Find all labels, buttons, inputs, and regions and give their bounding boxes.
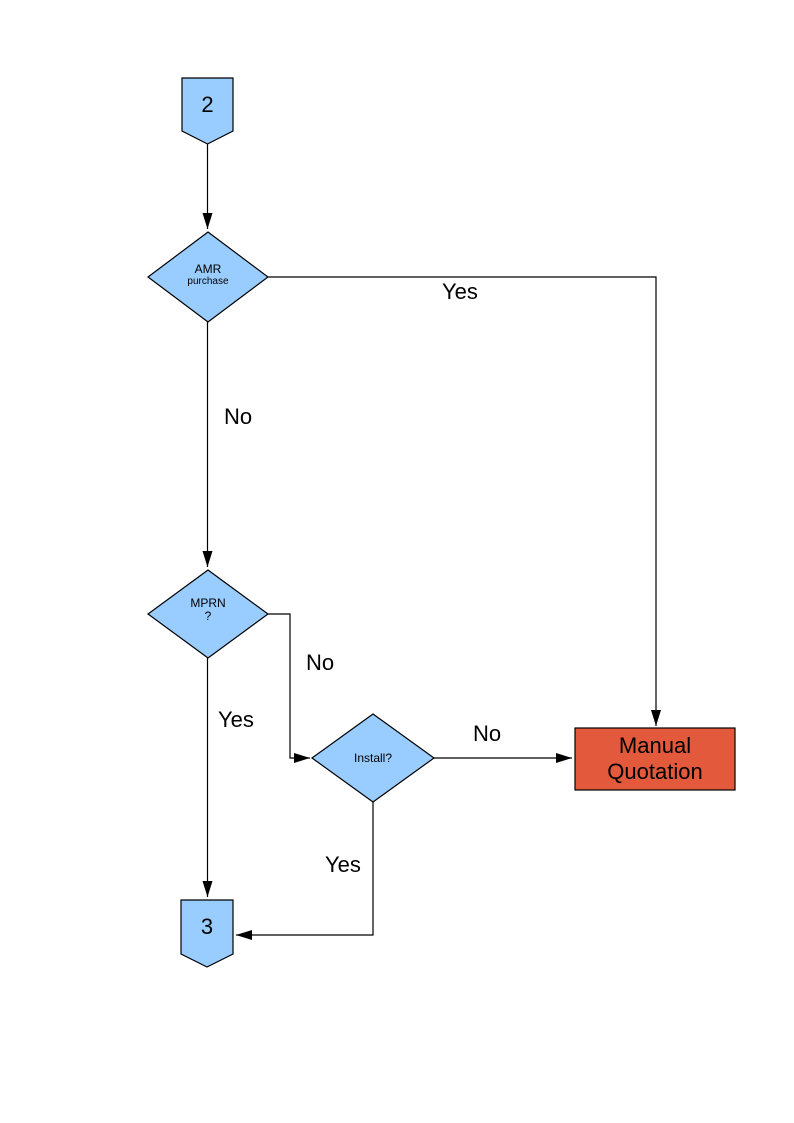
connector-3-shape xyxy=(180,899,234,968)
mprn-label-line2: ? xyxy=(204,609,212,623)
manual-quotation-label-line1: Manual xyxy=(618,733,692,758)
edge-label-install-yes: Yes xyxy=(325,852,361,877)
edge-label-amr-no: No xyxy=(224,404,253,429)
edge-mprn-no-to-install xyxy=(268,613,310,763)
connector-2-shape xyxy=(181,77,234,145)
connector-3-label: 3 xyxy=(200,913,214,939)
install-decision-shape xyxy=(310,713,436,803)
mprn-label-line1: MPRN xyxy=(190,596,226,610)
amr-label: AMR purchase xyxy=(148,262,268,288)
install-label: Install? xyxy=(353,751,393,765)
connector-2-label: 2 xyxy=(201,91,214,117)
edge-label-amr-yes: Yes xyxy=(442,279,478,304)
manual-quotation-label: Manual Quotation xyxy=(575,728,735,790)
mprn-decision-shape xyxy=(146,569,270,659)
manual-quotation-label-line2: Quotation xyxy=(607,759,703,784)
edge-amr-yes-to-manual-quotation xyxy=(268,276,661,726)
amr-label-line1: AMR xyxy=(194,262,222,276)
edge-label-mprn-no: No xyxy=(306,650,335,675)
edge-label-install-no: No xyxy=(473,721,502,746)
manual-quotation-shape xyxy=(574,727,736,791)
amr-decision-shape xyxy=(147,231,269,323)
edge-label-mprn-yes: Yes xyxy=(218,707,254,732)
edge-install-yes-to-connector3 xyxy=(236,802,374,940)
mprn-label: MPRN ? xyxy=(148,597,268,623)
amr-label-line2: purchase xyxy=(187,276,229,287)
